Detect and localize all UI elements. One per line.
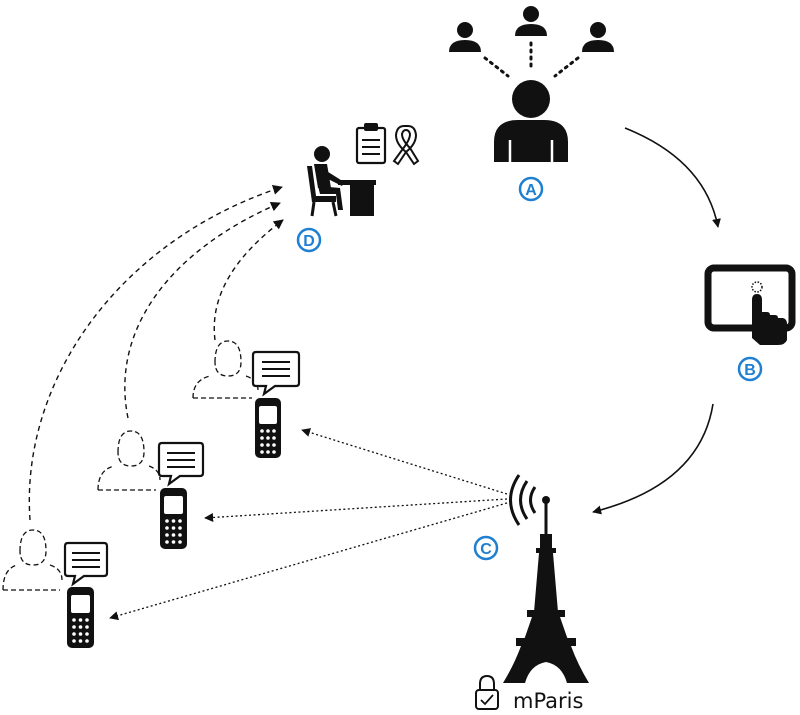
marker-a: A xyxy=(518,176,544,202)
recipient-group xyxy=(97,430,205,549)
person-outline-icon xyxy=(2,529,63,591)
small-person-icon xyxy=(449,22,481,52)
flow-arrow-b-to-c xyxy=(592,403,714,515)
sms-arrow-to-phone-1 xyxy=(301,428,508,495)
marker-d: D xyxy=(296,227,322,253)
clipboard-icon xyxy=(355,123,387,165)
response-arrow-3 xyxy=(28,185,283,521)
sms-arrow-to-phone-3 xyxy=(109,502,508,621)
large-person-icon xyxy=(494,80,568,162)
marker-c: C xyxy=(473,535,499,561)
mobile-phone-icon xyxy=(67,587,94,648)
mparis-caption: mParis xyxy=(513,689,583,713)
awareness-ribbon-icon xyxy=(392,125,420,166)
padlock-icon xyxy=(475,674,499,710)
speech-bubble-icon xyxy=(63,541,109,587)
recipient-group xyxy=(192,340,301,458)
small-person-icon xyxy=(515,6,547,36)
person-outline-icon xyxy=(192,340,259,399)
speech-bubble-icon xyxy=(251,350,301,397)
tablet-touch-icon xyxy=(704,264,796,345)
health-worker-desk-icon xyxy=(307,146,376,217)
svg-text:C: C xyxy=(480,541,492,558)
recipient-group xyxy=(2,529,109,648)
eiffel-tower-antenna-icon xyxy=(503,474,589,683)
person-outline-icon xyxy=(97,430,161,491)
speech-bubble-icon xyxy=(157,441,205,487)
sms-arrow-to-phone-2 xyxy=(204,498,508,522)
marker-b: B xyxy=(737,356,763,382)
response-arrow-2 xyxy=(124,201,281,419)
flow-arrow-a-to-b xyxy=(624,127,721,228)
svg-text:B: B xyxy=(744,362,756,379)
mobile-phone-icon xyxy=(255,398,281,458)
people-group-icon xyxy=(449,6,614,162)
small-person-icon xyxy=(582,22,614,52)
mobile-phone-icon xyxy=(160,488,187,549)
response-arrow-1 xyxy=(213,219,284,341)
svg-text:A: A xyxy=(525,182,537,199)
svg-text:D: D xyxy=(303,233,315,250)
